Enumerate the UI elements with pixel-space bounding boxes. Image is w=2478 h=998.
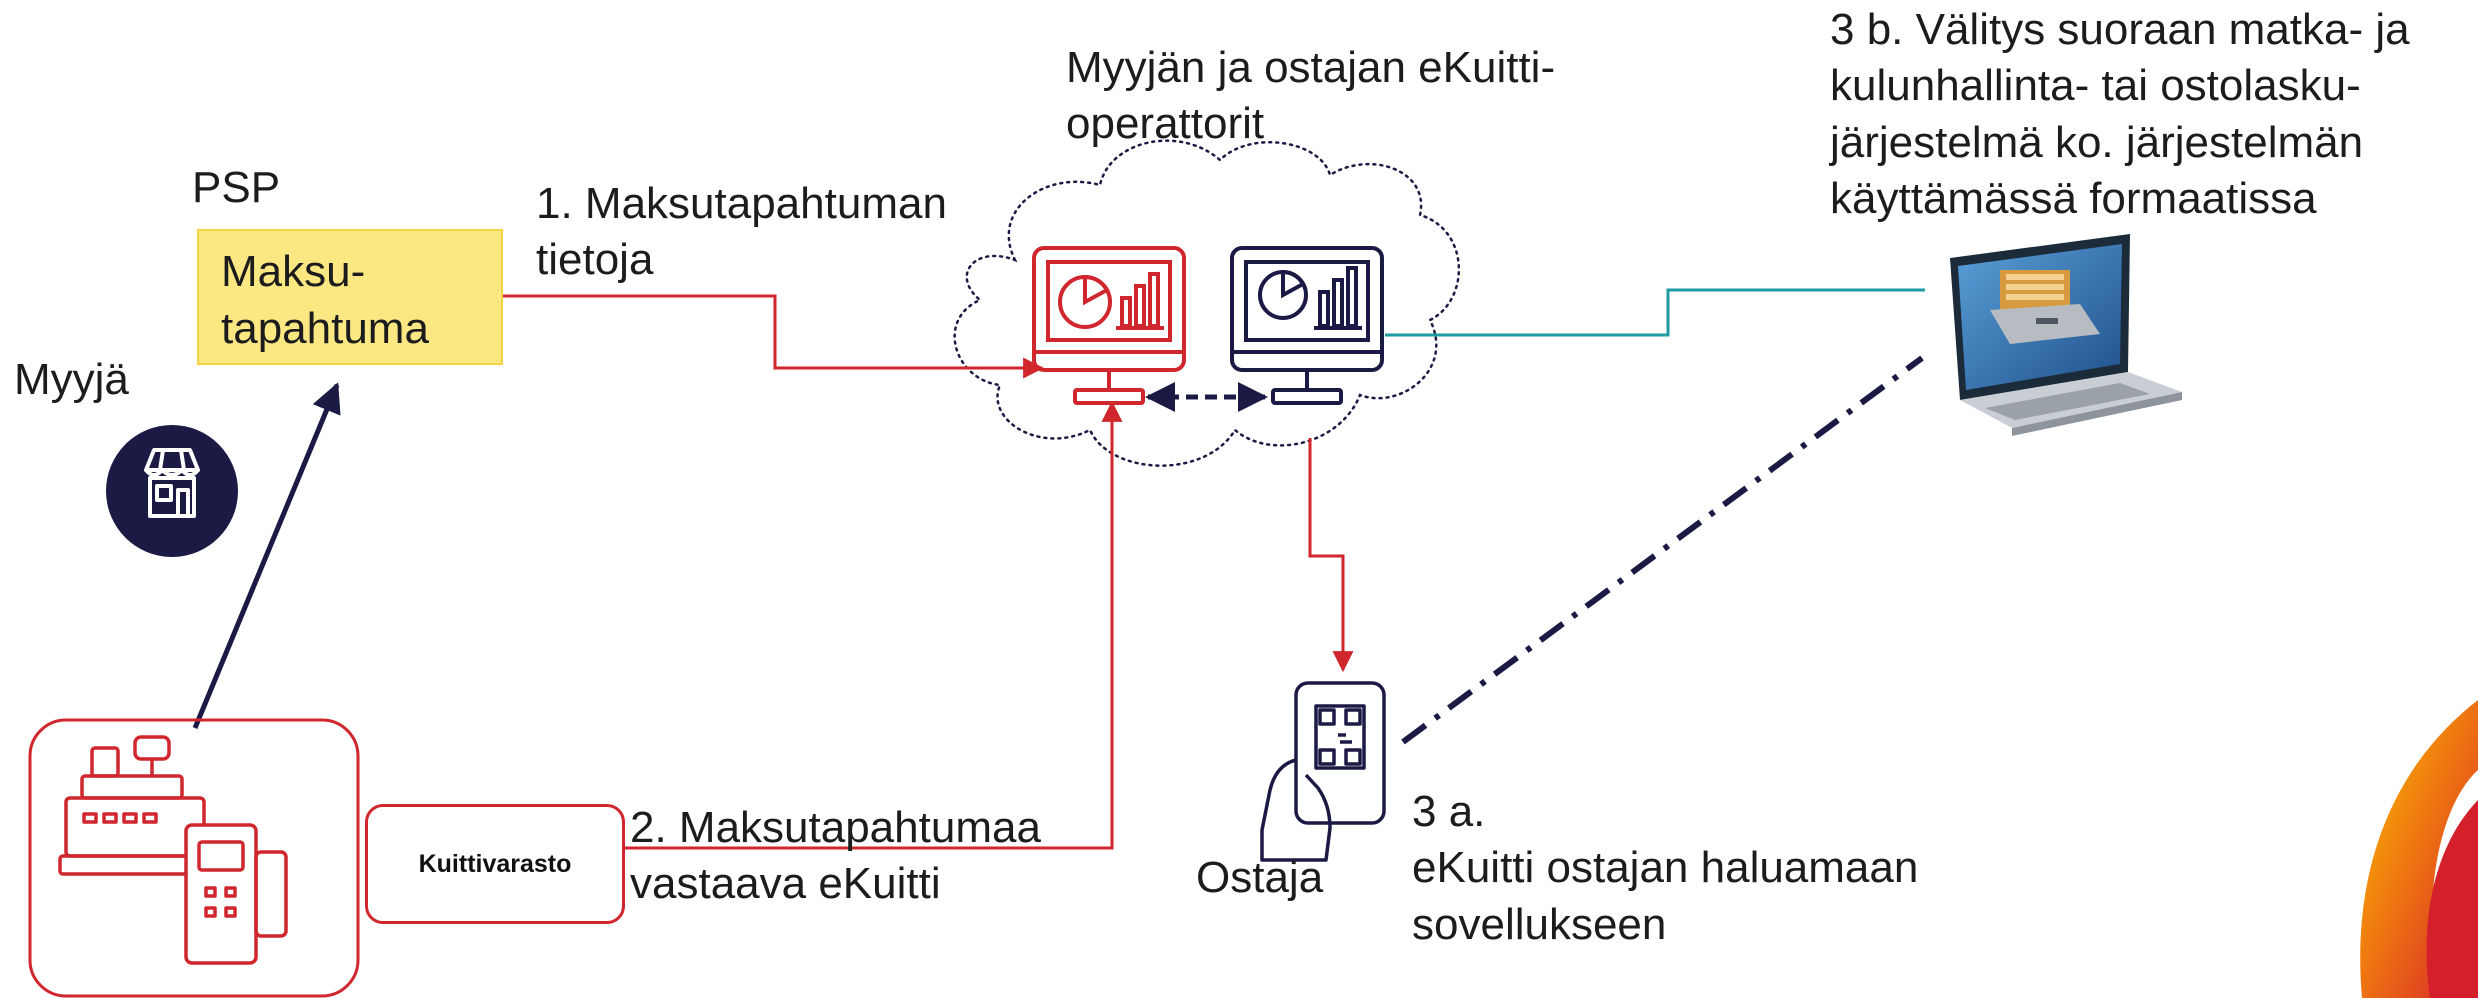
payment-transaction-box: Maksu- tapahtuma (197, 229, 503, 365)
phone-to-laptop-dashdot (1401, 355, 1924, 745)
step2-connector (625, 400, 1123, 850)
step1-connector (503, 294, 1045, 379)
step3a-connector (1308, 438, 1354, 673)
step3a-line2: eKuitti ostajan haluamaan (1412, 843, 1919, 893)
payment-box-line2: tapahtuma (221, 304, 429, 354)
seller-label: Myyjä (14, 355, 129, 404)
receipt-store-box: Kuittivarasto (365, 804, 625, 924)
step1-line1: 1. Maksutapahtuman (536, 179, 947, 228)
register-to-psp-arrow (192, 382, 341, 729)
step3a-label: 3 a. eKuitti ostajan haluamaan sovelluks… (1412, 784, 1918, 953)
operators-line1: Myyjän ja ostajan eKuitti- (1066, 43, 1556, 92)
step3b-line3: järjestelmä ko. järjestelmän (1830, 117, 2364, 167)
brand-swoosh-logo (2360, 700, 2478, 998)
step2-line2: vastaava eKuitti (630, 859, 941, 909)
step1-line2: tietoja (536, 235, 654, 285)
step2-label: 2. Maksutapahtumaa vastaava eKuitti (630, 800, 1041, 913)
phone-qr-icon (1260, 681, 1386, 862)
step1-label: 1. Maksutapahtuman tietoja (536, 176, 947, 289)
step3a-line1: 3 a. (1412, 787, 1486, 836)
step2-line1: 2. Maksutapahtumaa (630, 803, 1041, 852)
buyer-monitor-icon (1230, 246, 1384, 405)
step3b-line2: kulunhallinta- tai ostolasku- (1830, 61, 2361, 111)
cash-register-icon (58, 735, 288, 965)
payment-box-line1: Maksu- (221, 247, 366, 296)
laptop-file-drawer-icon (1950, 234, 2182, 436)
operators-label: Myyjän ja ostajan eKuitti- operattorit (1066, 40, 1555, 153)
step3b-line1: 3 b. Välitys suoraan matka- ja (1830, 5, 2410, 54)
store-icon (106, 425, 238, 557)
step3b-connector (1385, 288, 1925, 337)
step3b-line4: käyttämässä formaatissa (1830, 173, 2317, 223)
buyer-label: Ostaja (1196, 853, 1324, 902)
cash-register-frame (28, 718, 360, 998)
step3a-line3: sovellukseen (1412, 899, 1667, 949)
step3b-label: 3 b. Välitys suoraan matka- ja kulunhall… (1830, 2, 2410, 227)
operators-line2: operattorit (1066, 99, 1265, 149)
seller-monitor-icon (1032, 246, 1186, 405)
operator-cloud (953, 139, 1461, 467)
psp-label: PSP (192, 163, 281, 212)
